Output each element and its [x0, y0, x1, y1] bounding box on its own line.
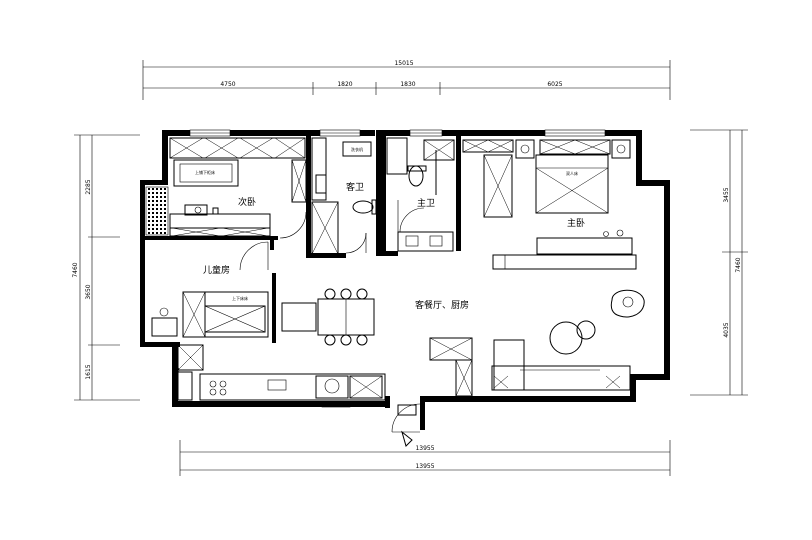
windows	[189, 129, 606, 137]
dim-left-total: 7460	[72, 262, 79, 277]
svg-text:双人床: 双人床	[566, 170, 578, 176]
dim-top-total: 15015	[394, 60, 413, 67]
dim-right-total: 7460	[735, 257, 742, 272]
tv-cabinet	[492, 254, 637, 270]
guest-bathroom: 洗衣机 客卫	[311, 137, 377, 255]
right-dimensions: 3455 4035 7460	[690, 129, 748, 396]
room-label-master-bedroom: 主卧	[567, 217, 585, 229]
room-label-second-bedroom: 次卧	[238, 196, 256, 208]
bottom-dimensions: 13955 13955	[179, 440, 671, 476]
dim-right-seg-2: 4035	[723, 322, 730, 337]
second-bedroom: 上铺下柜床 次卧	[169, 137, 307, 237]
top-dimensions: 15015 4750 1820 1830 6025	[142, 60, 671, 100]
exterior-walls	[140, 130, 670, 430]
dim-bottom-outer: 13955	[415, 463, 434, 470]
room-label-master-bath: 主卫	[417, 197, 435, 209]
interior-walls	[140, 130, 461, 343]
kids-room: 上下床床 儿童房	[151, 211, 307, 338]
room-label-living-dining-kitchen: 客餐厅、厨房	[415, 299, 469, 311]
room-label-kids-room: 儿童房	[203, 264, 230, 276]
master-bathroom: 主卫	[386, 137, 455, 252]
dining-area	[281, 288, 375, 346]
storage-hatch	[145, 186, 169, 236]
dim-top-seg-3: 1830	[400, 81, 415, 88]
dim-right-seg-1: 3455	[723, 187, 730, 202]
dim-top-seg-4: 6025	[547, 81, 562, 88]
dim-left-seg-3: 1615	[85, 364, 92, 379]
living-room: 客餐厅、厨房	[415, 289, 645, 397]
dim-top-seg-2: 1820	[337, 81, 352, 88]
kitchen	[177, 344, 386, 408]
svg-text:上铺下柜床: 上铺下柜床	[195, 169, 215, 175]
room-label-guest-bath: 客卫	[346, 181, 364, 193]
master-bedroom: 双人床 主卧	[462, 139, 633, 255]
svg-text:洗衣机: 洗衣机	[351, 146, 363, 152]
column-markers	[172, 231, 609, 374]
dim-top-seg-1: 4750	[220, 81, 235, 88]
left-dimensions: 7460 2285 3650 1615	[72, 134, 140, 401]
entrance	[391, 403, 421, 447]
dim-left-seg-2: 3650	[85, 284, 92, 299]
dim-left-seg-1: 2285	[85, 179, 92, 194]
svg-text:上下床床: 上下床床	[232, 295, 248, 301]
dim-bottom-inner: 13955	[415, 445, 434, 452]
